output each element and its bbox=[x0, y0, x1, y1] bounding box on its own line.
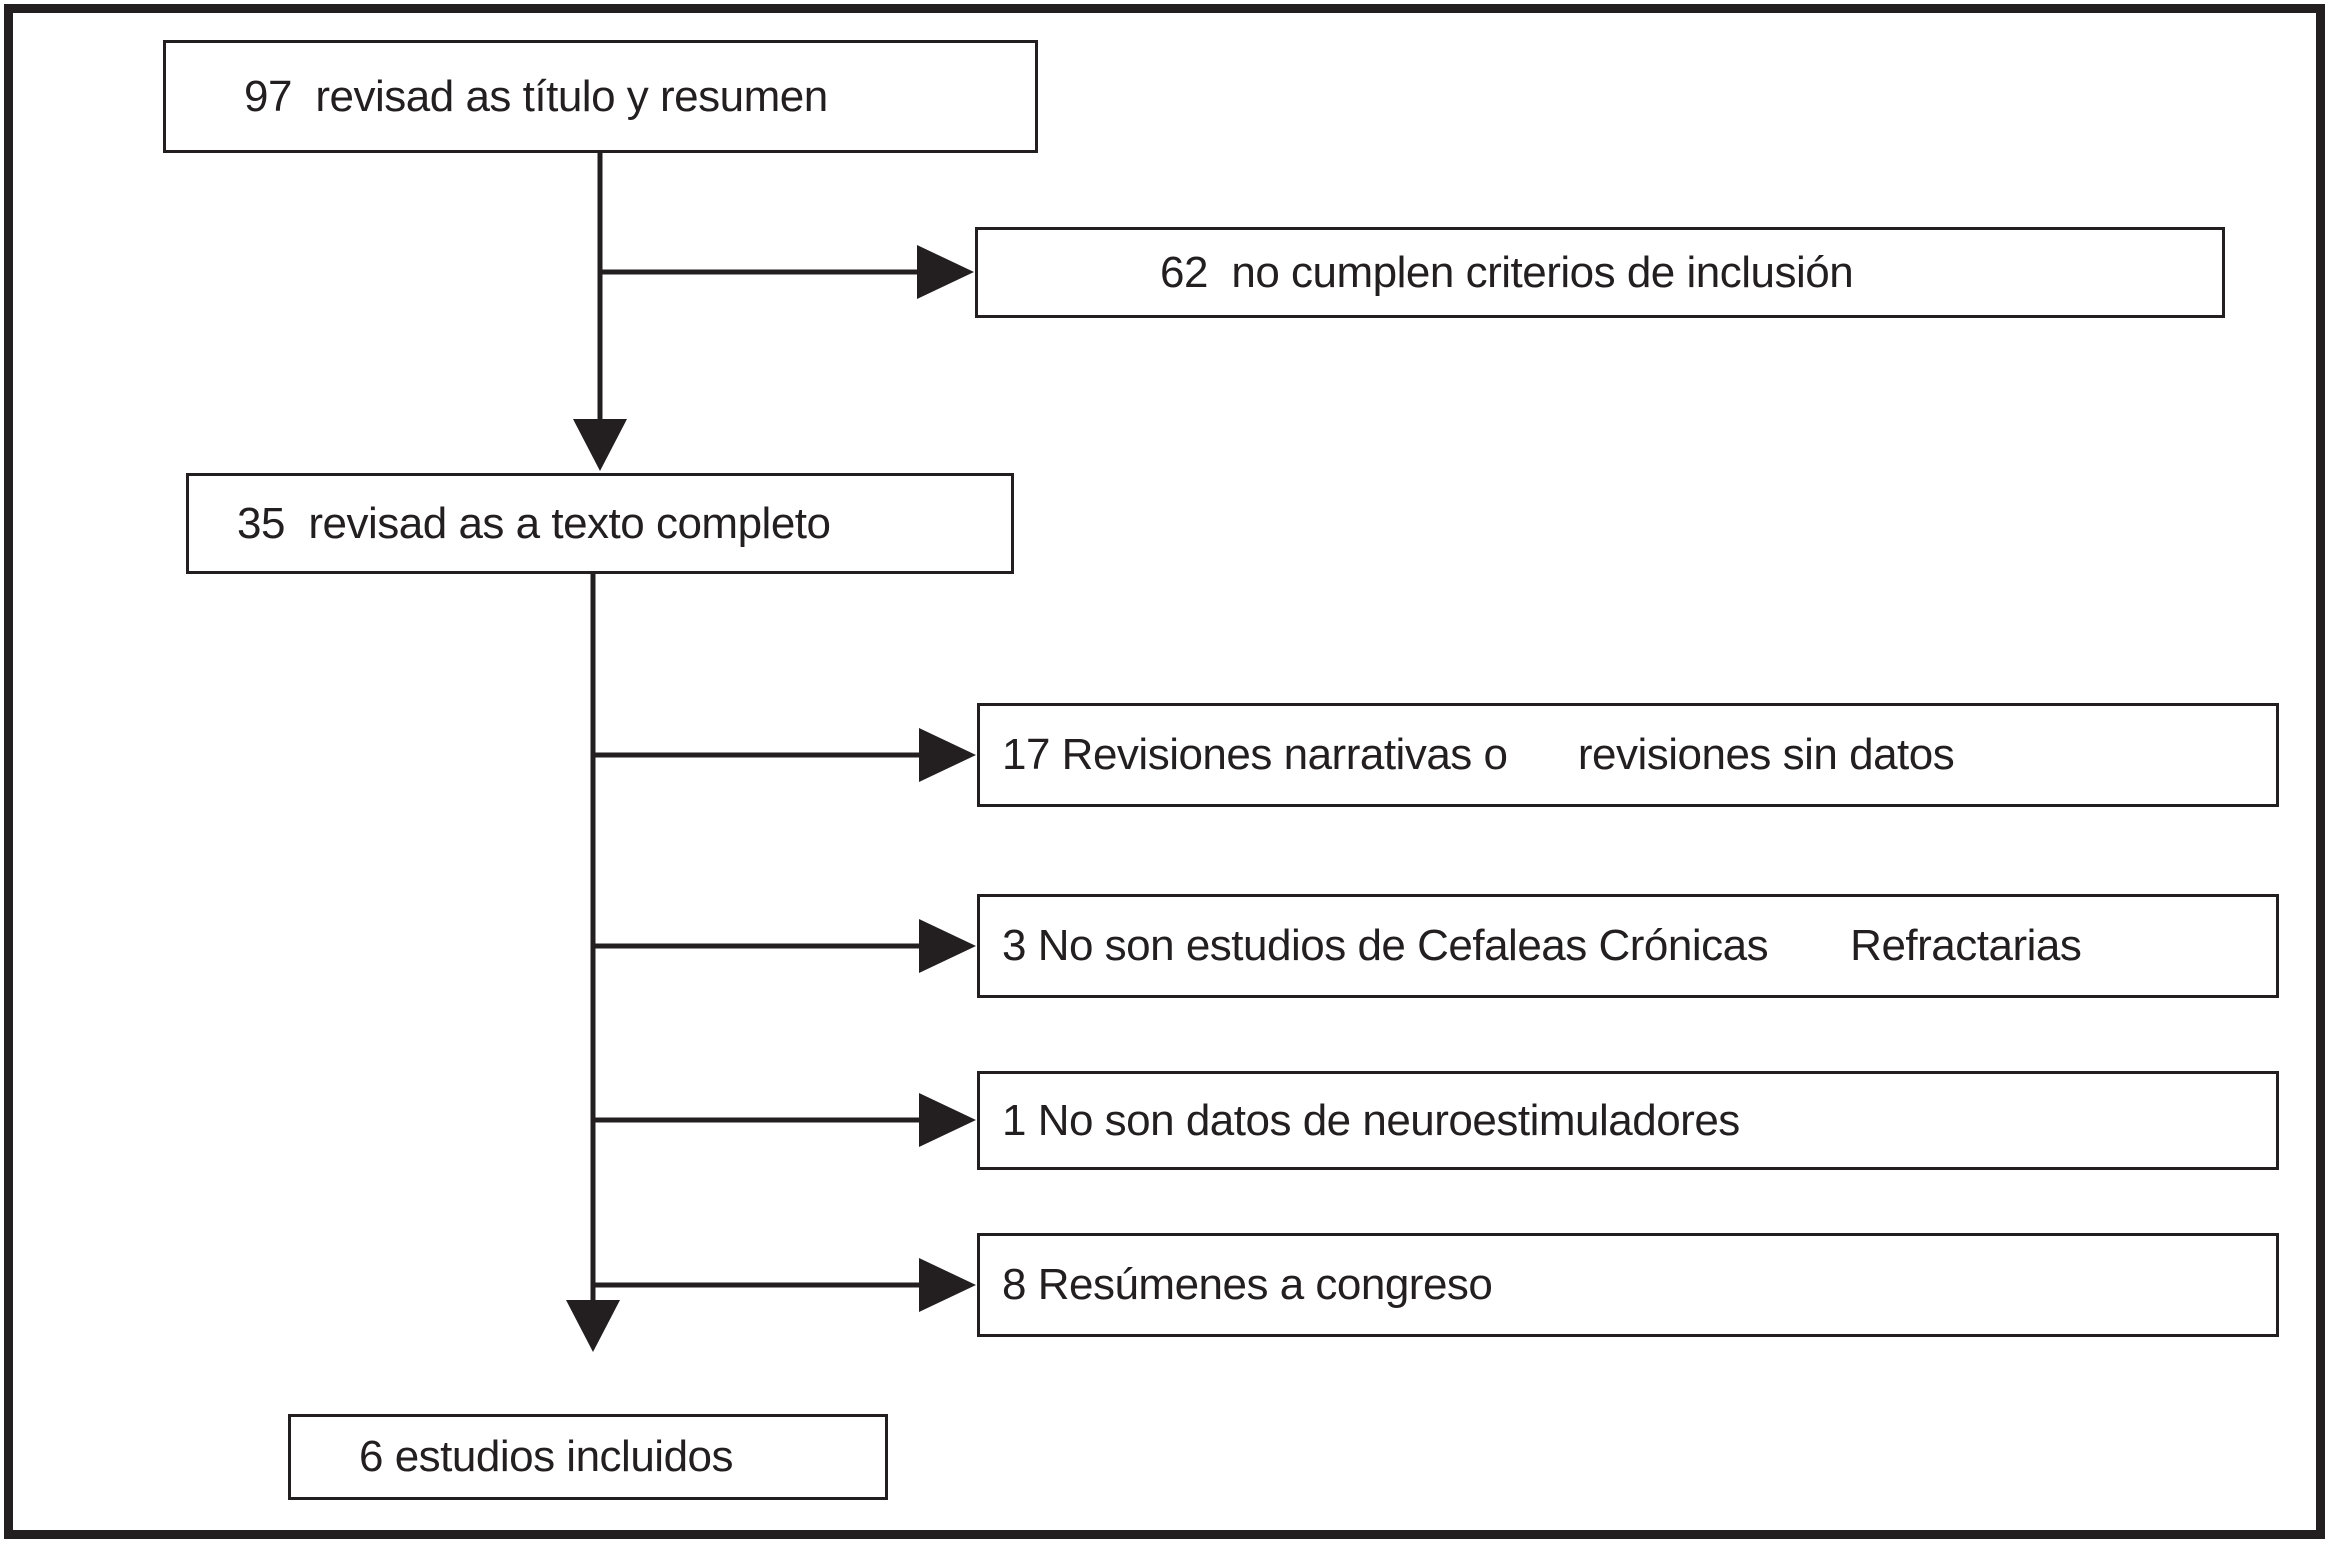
arrow-fulltext-to-excluded-notneuro bbox=[593, 1093, 976, 1147]
node-excluded-congress-abstracts-label: 8 Resúmenes a congreso bbox=[1002, 1260, 1493, 1309]
node-fulltext-reviewed: 35 revisad as a texto completo bbox=[186, 473, 1014, 574]
arrow-fulltext-to-excluded-notcch bbox=[593, 919, 976, 973]
node-excluded-congress-abstracts: 8 Resúmenes a congreso bbox=[977, 1233, 2279, 1337]
arrow-screened-to-excluded-title bbox=[600, 245, 974, 299]
node-excluded-not-chronic-headache-studies-label: 3 No son estudios de Cefaleas Crónicas R… bbox=[1002, 921, 2082, 970]
arrow-fulltext-to-excluded-narrative bbox=[593, 728, 976, 782]
node-excluded-narrative-reviews: 17 Revisiones narrativas o revisiones si… bbox=[977, 703, 2279, 807]
node-excluded-not-chronic-headache-studies: 3 No son estudios de Cefaleas Crónicas R… bbox=[977, 894, 2279, 998]
node-excluded-not-neurostimulator-data-label: 1 No son datos de neuroestimuladores bbox=[1002, 1095, 1740, 1145]
node-excluded-narrative-reviews-label: 17 Revisiones narrativas o revisiones si… bbox=[1002, 730, 1955, 779]
node-included-studies: 6 estudios incluidos bbox=[288, 1414, 888, 1500]
node-screened-title-abstract: 97 revisad as título y resumen bbox=[163, 40, 1038, 153]
node-excluded-not-neurostimulator-data: 1 No son datos de neuroestimuladores bbox=[977, 1071, 2279, 1170]
node-fulltext-reviewed-label: 35 revisad as a texto completo bbox=[237, 498, 831, 548]
arrow-fulltext-to-excluded-congress bbox=[593, 1258, 976, 1312]
node-excluded-inclusion-criteria: 62 no cumplen criterios de inclusión bbox=[975, 227, 2225, 318]
node-excluded-inclusion-criteria-label: 62 no cumplen criterios de inclusión bbox=[1160, 247, 1854, 297]
diagram-border bbox=[4, 4, 2325, 1539]
arrow-screened-to-fulltext bbox=[573, 153, 627, 471]
arrow-fulltext-to-included bbox=[566, 574, 620, 1352]
node-screened-label: 97 revisad as título y resumen bbox=[244, 71, 828, 121]
node-included-studies-label: 6 estudios incluidos bbox=[359, 1432, 734, 1481]
